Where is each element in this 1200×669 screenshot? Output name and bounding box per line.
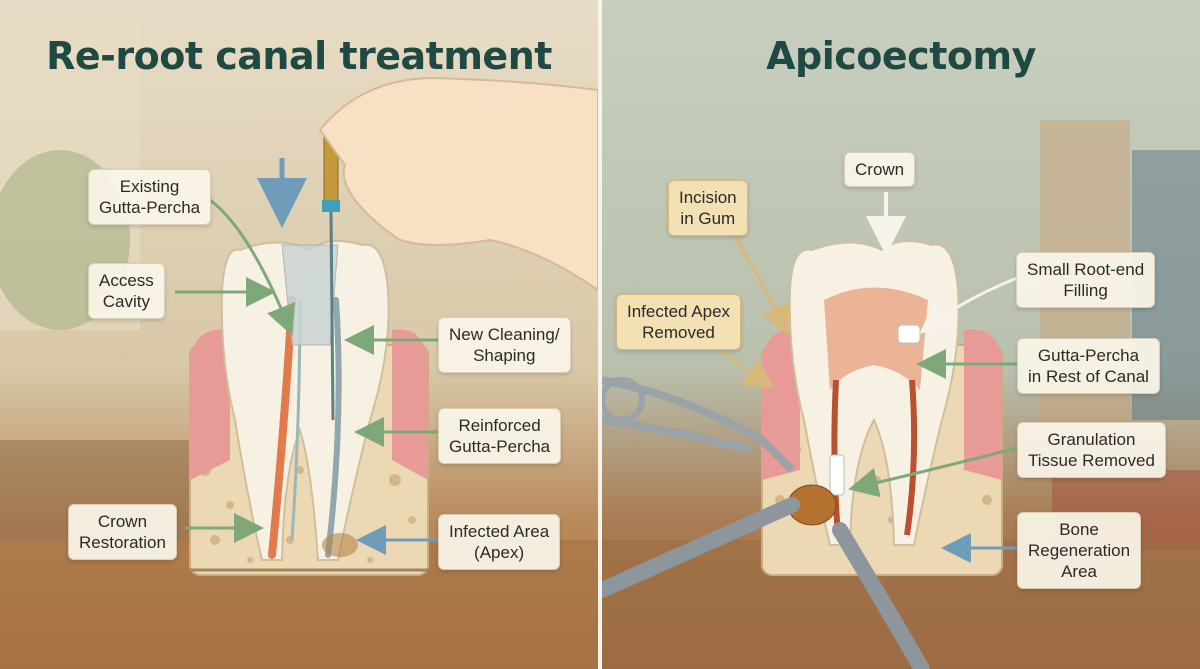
panel-title-re-root-canal: Re-root canal treatment bbox=[46, 34, 552, 78]
forceps-right bbox=[832, 522, 930, 669]
label-incision-in-gum: Incision in Gum bbox=[668, 180, 748, 236]
hand bbox=[318, 76, 598, 292]
label-existing-gutta-percha: Existing Gutta-Percha bbox=[88, 169, 212, 225]
cleaned-canal bbox=[325, 297, 342, 558]
scissors-handle bbox=[602, 377, 645, 423]
arrow-root-end-filling bbox=[919, 276, 1018, 334]
root-end-seal bbox=[829, 454, 845, 496]
root-end-filling bbox=[897, 324, 921, 344]
label-reinforced-gutta-percha: Reinforced Gutta-Percha bbox=[438, 408, 562, 464]
gum-right bbox=[392, 329, 428, 480]
arrow-existing-gutta-percha bbox=[209, 198, 296, 336]
panel-divider bbox=[598, 0, 602, 669]
apicoectomy-panel: Apicoectomy Crown Incision in Gum Small … bbox=[602, 0, 1200, 669]
label-crown-restoration: Crown Restoration bbox=[68, 504, 177, 560]
label-granulation-tissue-removed: Granulation Tissue Removed bbox=[1017, 422, 1166, 478]
gum-right bbox=[964, 329, 1002, 480]
label-bone-regeneration-area: Bone Regeneration Area bbox=[1017, 512, 1142, 589]
arrow-granulation bbox=[848, 446, 1018, 498]
endo-file-shaft bbox=[329, 211, 335, 421]
label-infected-apex-removed: Infected Apex Removed bbox=[616, 294, 742, 350]
panel-title-apicoectomy: Apicoectomy bbox=[766, 34, 1036, 78]
gutta-percha-canal-right bbox=[904, 379, 918, 536]
gum-left bbox=[190, 329, 230, 480]
infected-apex bbox=[322, 533, 358, 557]
label-infected-area: Infected Area (Apex) bbox=[438, 514, 561, 570]
scissors-blade-upper bbox=[602, 376, 795, 473]
label-new-cleaning-shaping: New Cleaning/ Shaping bbox=[438, 317, 571, 373]
tooth bbox=[220, 240, 390, 561]
label-crown: Crown bbox=[844, 152, 916, 187]
arrow-infected-apex bbox=[721, 350, 776, 389]
endo-file-stopper bbox=[322, 200, 340, 212]
arrow-incision bbox=[730, 231, 790, 336]
label-gutta-percha-rest-of-canal: Gutta-Percha in Rest of Canal bbox=[1017, 338, 1160, 394]
access-cavity bbox=[281, 244, 339, 346]
label-small-root-end-filling: Small Root-end Filling bbox=[1016, 252, 1156, 308]
forceps-left bbox=[602, 497, 800, 598]
re-root-canal-panel: Re-root canal treatment Existing Gutta-P… bbox=[0, 0, 598, 669]
re-root-canal-illustration bbox=[0, 0, 598, 669]
pulp-chamber bbox=[824, 287, 928, 390]
label-access-cavity: Access Cavity bbox=[88, 263, 165, 319]
